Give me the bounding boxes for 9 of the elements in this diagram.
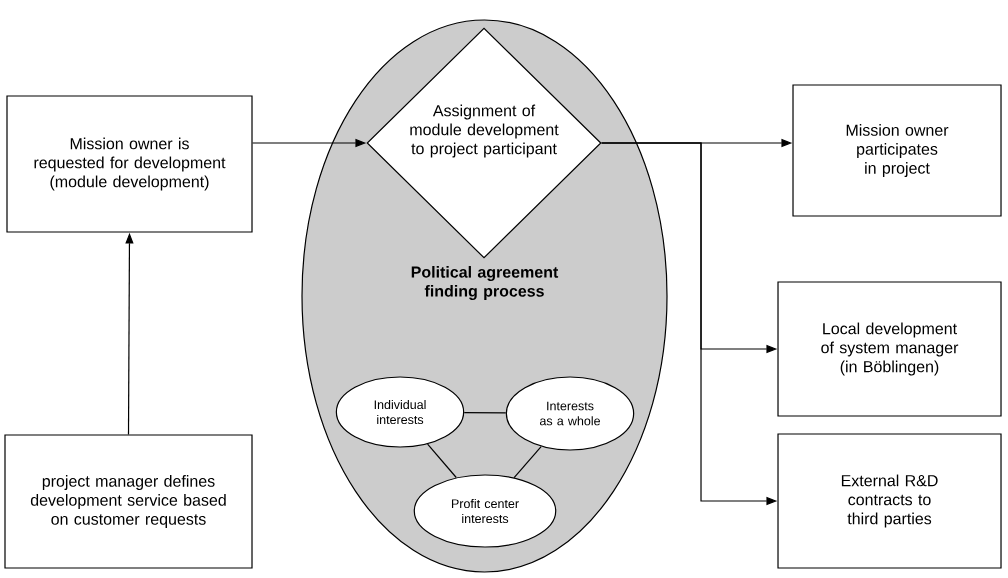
process-box: project manager defines development service based on customer requests	[4, 434, 253, 569]
process-box: Local development of system manager (in Böblingen)	[777, 281, 1002, 417]
connector-line	[513, 446, 542, 479]
process-box: Mission owner is requested for development (module development)	[6, 95, 253, 233]
process-box: External R&D contracts to third parties	[777, 433, 1002, 569]
ellipse-heading: Political agreement finding process	[411, 266, 559, 300]
connector-line	[463, 411, 507, 414]
process-box: Mission owner participates in project	[792, 84, 1002, 217]
connector-line	[427, 443, 457, 479]
